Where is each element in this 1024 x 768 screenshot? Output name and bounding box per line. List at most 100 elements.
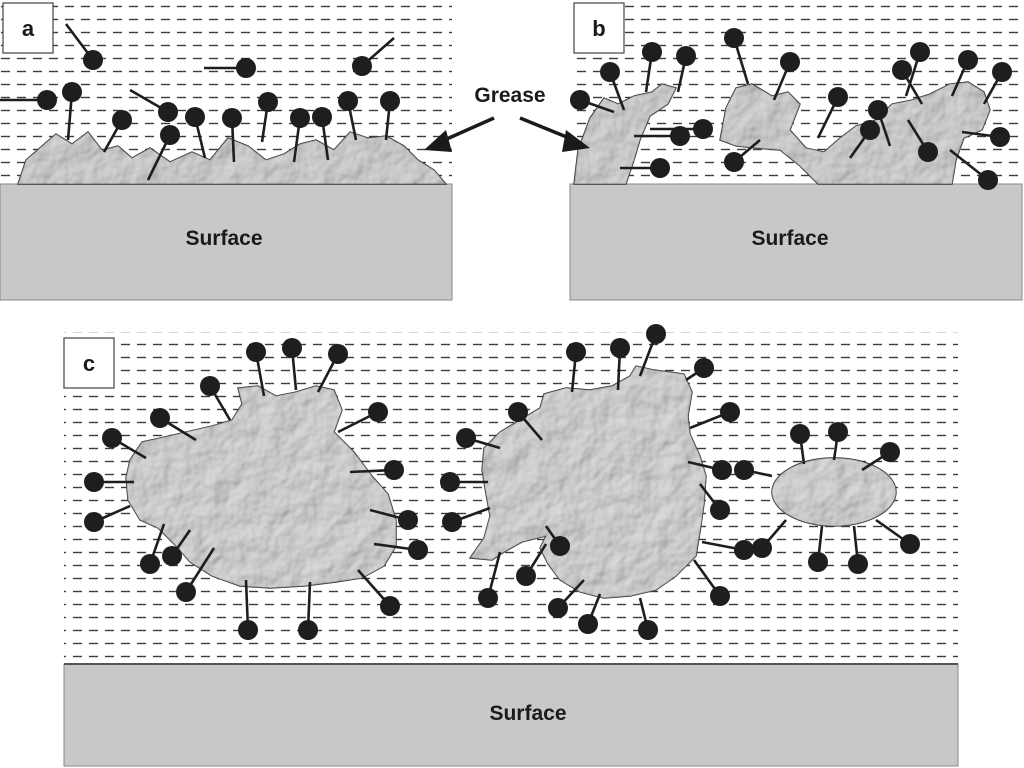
surfactant-head [828, 87, 848, 107]
panel-c-surfactant-molecule [316, 344, 348, 393]
surfactant-head [338, 91, 358, 111]
panel-c-surfactant-molecule [84, 472, 134, 492]
surfactant-head [848, 554, 868, 574]
panel-a-surfactant-molecule [258, 92, 278, 143]
panel-c-surfactant-molecule [544, 525, 570, 556]
panel-b: Surface b [569, 0, 1023, 301]
surfactant-head [37, 90, 57, 110]
panel-a-label-box [2, 2, 54, 54]
surfactant-head [282, 338, 302, 358]
panel-a-surfactant-molecule [62, 82, 82, 141]
surfactant-head [868, 100, 888, 120]
surfactant-head [312, 107, 332, 127]
panel-c-surfactant-molecule [638, 324, 666, 377]
panel-a-surfactant-molecule [222, 108, 242, 163]
panel-c-label-box [63, 337, 115, 389]
surfactant-head [918, 142, 938, 162]
surfactant-head [456, 428, 476, 448]
panel-a-surfactant-molecule [312, 107, 332, 161]
surfactant-head [548, 598, 568, 618]
panel-b-surface-label: Surface [751, 227, 828, 250]
panel-c-surfactant-molecule [701, 540, 754, 560]
panel-b-surfactant-molecule [642, 42, 662, 93]
panel-a-surfactant-molecule [102, 110, 132, 153]
panel-b-surfactant-molecule [848, 120, 880, 159]
panel-b-molecules [570, 28, 1012, 190]
surfactant-head [860, 120, 880, 140]
surfactant-head [328, 344, 348, 364]
surfactant-head [408, 540, 428, 560]
panel-b-surfactant-molecule [600, 62, 626, 111]
surfactant-head [112, 110, 132, 130]
panel-c-surfactant-molecule [84, 504, 131, 532]
surfactant-head [900, 534, 920, 554]
panel-b-surfactant-molecule [961, 127, 1010, 147]
panel-c-surfactant-molecule [102, 428, 147, 460]
surfactant-head [246, 342, 266, 362]
panel-a-surfactant-molecule [64, 23, 103, 70]
surfactant-head [384, 460, 404, 480]
surfactant-head [734, 460, 754, 480]
panel-b-surfactant-molecule [676, 46, 696, 93]
panel-c-surfactant-molecule [238, 579, 258, 640]
surfactant-head [808, 552, 828, 572]
panel-a-molecules [0, 23, 400, 181]
surfactant-head [140, 554, 160, 574]
panel-b-surfactant-molecule [620, 158, 670, 178]
surfactant-head [958, 50, 978, 70]
panel-c-surfactant-molecule [440, 472, 488, 492]
surfactant-head [62, 82, 82, 102]
panel-a-surfactant-molecule [290, 108, 310, 163]
panel-c-surfactant-molecule [349, 460, 404, 480]
panel-c-surfactant-molecule [200, 376, 232, 421]
surfactant-head [610, 338, 630, 358]
surfactant-head [650, 158, 670, 178]
surfactant-head [992, 62, 1012, 82]
panel-b-surfactant-molecule [950, 50, 978, 97]
panel-c-surfactant-molecule [508, 402, 543, 441]
panel-c-molecules [84, 324, 920, 640]
panel-c-surfactant-molecule [516, 543, 548, 586]
panel-c-surfactant-molecule [790, 424, 810, 465]
grease-arrowhead-left [424, 130, 452, 152]
surfactant-head [102, 428, 122, 448]
panel-c-surfactant-molecule [698, 483, 730, 520]
panel-c-surfactant-molecule [140, 523, 166, 574]
panel-c-surface-label: Surface [489, 702, 566, 725]
surfactant-head [638, 620, 658, 640]
panel-a-label: a [22, 16, 35, 41]
surfactant-head [508, 402, 528, 422]
panel-b-label-box [573, 2, 625, 54]
surfactant-head [978, 170, 998, 190]
surfactant-head [478, 588, 498, 608]
surfactant-head [724, 152, 744, 172]
surfactant-head [84, 512, 104, 532]
surfactant-head [380, 596, 400, 616]
surfactant-head [693, 119, 713, 139]
panel-c-surfactant-molecule [692, 559, 730, 606]
panel-b-surfactant-molecule [772, 52, 800, 101]
surfactant-head [176, 582, 196, 602]
panel-c-surfactant-molecule [685, 358, 714, 382]
panel-c: Surface c [63, 324, 959, 767]
panel-a-surfactant-molecule [129, 88, 178, 122]
panel-c-surfactant-molecule [848, 525, 868, 574]
surfactant-head [670, 126, 690, 146]
panel-c-surfactant-molecule [638, 597, 658, 640]
surfactant-head [990, 127, 1010, 147]
panel-b-surfactant-molecule [816, 87, 848, 139]
surfactant-head [238, 620, 258, 640]
surfactant-head [646, 324, 666, 344]
grease-arrow-left [439, 116, 495, 144]
panel-a: Surface a [0, 0, 453, 301]
panel-c-surfactant-molecule [337, 402, 388, 434]
panel-b-surfactant-molecule [982, 62, 1012, 105]
grease-arrowhead-right [562, 130, 590, 152]
panel-c-surfactant-molecule [578, 593, 602, 634]
surfactant-head [570, 90, 590, 110]
surfactant-head [752, 538, 772, 558]
panel-c-surfactant-molecule [478, 551, 502, 608]
panel-b-label: b [592, 16, 605, 41]
panel-b-surfactant-molecule [904, 42, 930, 97]
panel-b-surface [569, 183, 1023, 301]
